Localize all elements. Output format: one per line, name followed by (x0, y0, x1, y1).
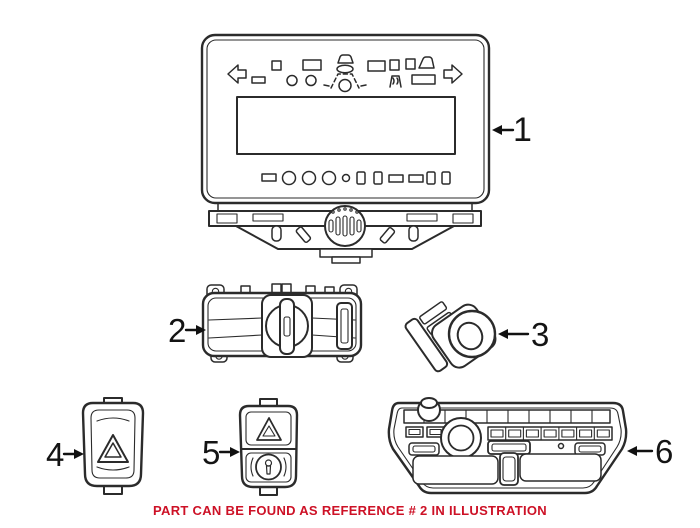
knob-pointer (279, 298, 295, 355)
ref-label-2: 2 (168, 312, 187, 349)
volume-knob (417, 397, 441, 422)
climate-button-row (261, 170, 451, 186)
mounting-bracket (208, 202, 482, 264)
part-1-climate-control-panel (200, 33, 515, 264)
ref-label-6: 6 (655, 433, 674, 470)
defrost-icon (389, 75, 402, 88)
part-3-ignition-switch (404, 301, 530, 373)
left-arrow-icon (227, 64, 247, 84)
part-4-hazard-switch (62, 397, 145, 495)
hazard-triangle-icon (256, 417, 282, 441)
callout-arrow-2 (184, 325, 206, 335)
central-lock-icon (250, 453, 287, 481)
callout-arrow-6 (627, 446, 654, 456)
connector-socket (499, 452, 519, 486)
ref-label-5: 5 (202, 434, 221, 471)
callout-arrow-1 (492, 125, 515, 135)
tuner-knob (440, 417, 482, 459)
callout-arrow-4 (62, 449, 84, 459)
hazard-triangle-icon (97, 434, 129, 463)
callout-arrow-5 (218, 447, 240, 457)
seat-icon (418, 56, 435, 69)
auto-air-distribution-icon (323, 54, 367, 93)
switch-face (447, 309, 497, 359)
dimmer-slider (336, 302, 353, 350)
switch-body (238, 404, 299, 489)
part-5-hazard-lock-switch (218, 398, 299, 496)
climate-icon-row (227, 54, 463, 93)
ref-label-1: 1 (513, 111, 532, 149)
ref-label-4: 4 (46, 436, 65, 473)
ref-label-3: 3 (531, 316, 550, 353)
part-2-headlight-switch (184, 283, 363, 363)
footer-note: PART CAN BE FOUND AS REFERENCE # 2 IN IL… (153, 503, 547, 518)
right-arrow-icon (443, 64, 463, 84)
function-key-row (487, 426, 613, 441)
display-window (236, 96, 456, 155)
speaker-dome (324, 205, 366, 247)
cd-slot (487, 440, 531, 455)
callout-arrow-3 (498, 329, 530, 339)
part-6-radio-control-panel (387, 397, 654, 495)
